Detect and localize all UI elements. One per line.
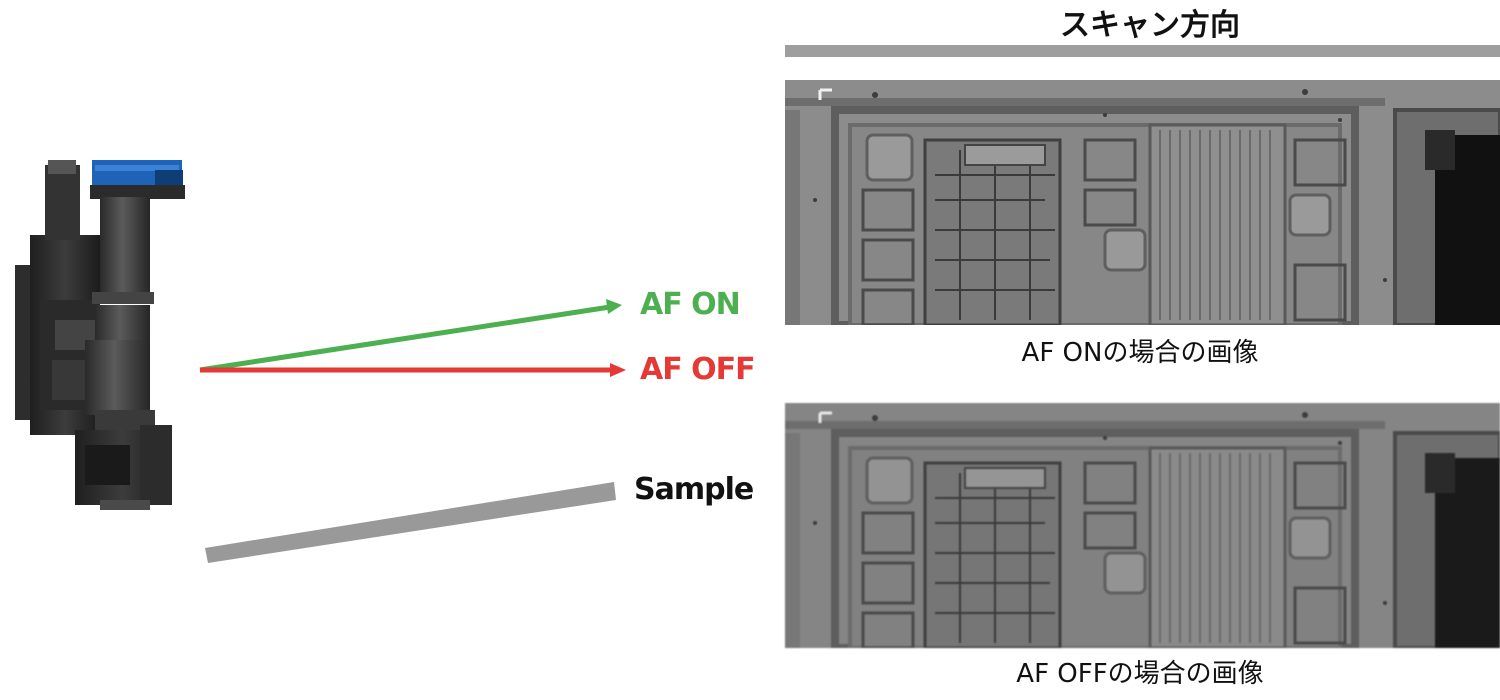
microscope-illustration [15,160,626,563]
af-off-caption: AF OFFの場合の画像 [1016,659,1264,689]
af-off-label: AF OFF [640,352,756,387]
af-off-micrograph [785,403,1500,648]
af-on-arrowhead [606,299,622,314]
af-on-label: AF ON [640,287,741,322]
af-on-micrograph [785,80,1500,325]
chip-image [785,403,1500,648]
af-on-beam [199,304,611,373]
sample-label: Sample [634,472,754,507]
chip-image [785,80,1500,325]
scan-direction-bar [785,45,1500,57]
sample-bar [205,482,616,563]
scan-direction-title: スキャン方向 [1060,8,1240,43]
af-on-caption: AF ONの場合の画像 [1021,338,1259,368]
af-diagram: AF ON AF OFF Sample [15,160,756,563]
af-off-arrowhead [610,363,626,377]
